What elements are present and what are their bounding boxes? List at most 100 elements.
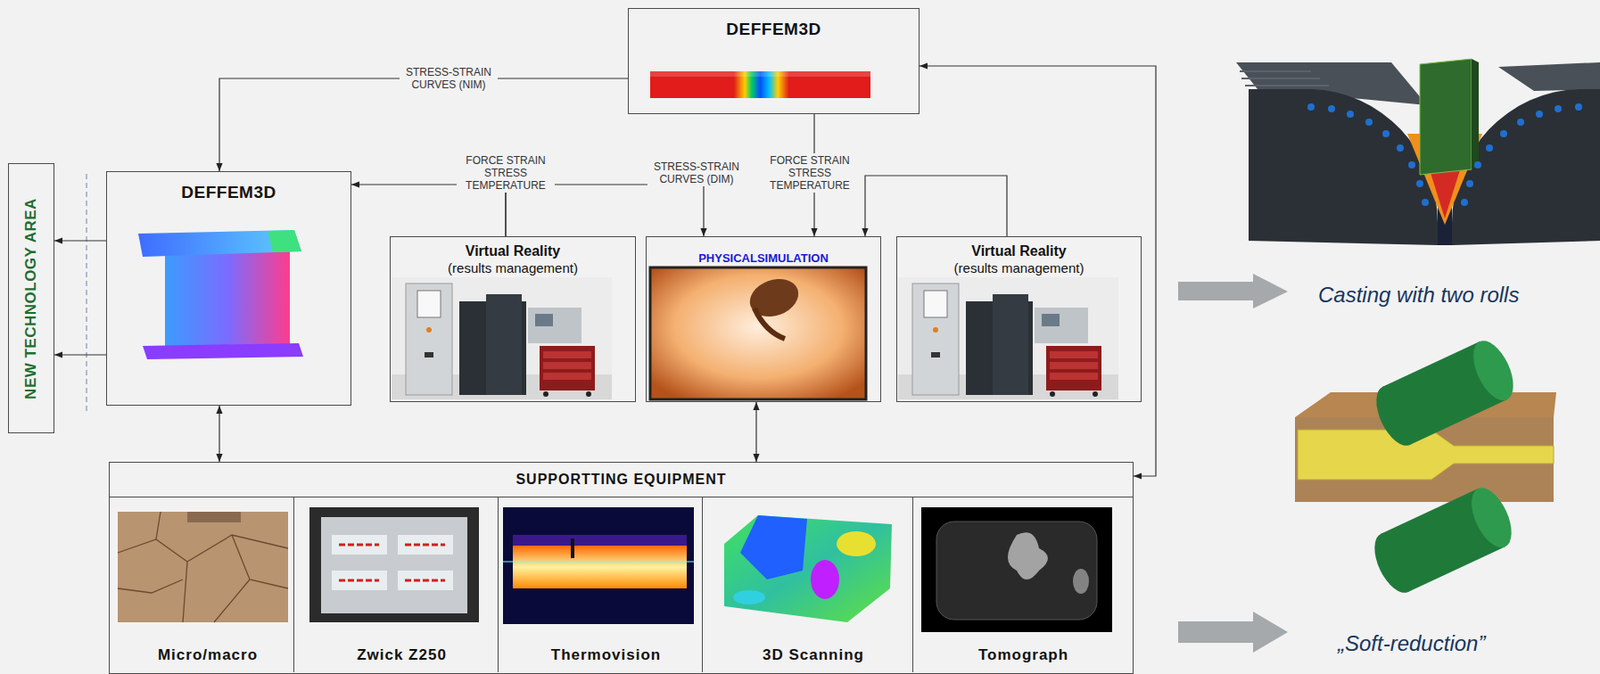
illustration-part (1178, 611, 1288, 653)
equipment-cell: 3D Scanning (701, 496, 924, 673)
illustration-part (1535, 110, 1543, 118)
illustration-part (1408, 161, 1416, 169)
connector (755, 402, 757, 462)
illustration-part (424, 352, 434, 358)
illustration-part (1307, 103, 1315, 111)
illustration-part (1327, 105, 1336, 113)
illustration-part (1248, 89, 1438, 246)
connector (54, 354, 107, 355)
caption-label: Casting with two rolls (1318, 282, 1519, 308)
software-box: DEFFEM3D (627, 8, 920, 115)
illustration-part (543, 372, 592, 380)
illustration-part (1382, 130, 1390, 138)
illustration-part (164, 251, 290, 347)
edge-label: STRESS-STRAIN CURVES (NIM) (399, 65, 498, 92)
illustration-part (1072, 569, 1089, 594)
illustration-part (650, 267, 866, 400)
illustration-part (1463, 481, 1520, 553)
node-text: PHYSICALSIMULATION (646, 251, 881, 265)
illustration-part (1466, 180, 1474, 188)
deformed-bar (650, 71, 871, 99)
illustration-part (117, 511, 289, 623)
equipment-cell: Micro/macro (109, 496, 306, 673)
illustration-part (1307, 103, 1583, 207)
illustration-part (921, 507, 1113, 633)
illustration-part (1365, 118, 1373, 126)
thermal-image (503, 507, 694, 625)
equipment-label: Tomograph (913, 646, 1134, 665)
node-text: SUPPORTTING EQUIPMENT (109, 471, 1133, 488)
illustration-part (810, 560, 840, 600)
vr-box: Virtual Reality(results management) (896, 236, 1142, 403)
illustration-part (836, 531, 876, 557)
illustration-part (543, 362, 592, 370)
block-arrow (1178, 273, 1288, 653)
connector (219, 78, 628, 172)
vr-box: Virtual Reality(results management) (389, 236, 636, 403)
illustration-part (1471, 58, 1479, 170)
twin-roll-caster (1236, 58, 1600, 246)
node-text: Virtual Reality (390, 243, 636, 260)
microstructure (117, 511, 289, 623)
testing-machine (309, 507, 479, 623)
illustration-part (936, 521, 1097, 620)
illustration-part (535, 313, 553, 327)
node-text: Virtual Reality (897, 243, 1141, 260)
illustration-part (754, 308, 785, 339)
illustration-part (142, 343, 304, 360)
illustration-part (486, 294, 522, 396)
illustration-part (744, 272, 804, 324)
illustration-part (391, 277, 612, 400)
illustration-part (512, 535, 687, 546)
illustration-part (570, 538, 575, 559)
illustration-part (527, 307, 582, 344)
simulation-box: PHYSICALSIMULATION (645, 236, 882, 403)
illustration-part (1474, 161, 1482, 169)
simulation-photo (650, 267, 866, 400)
software-box: DEFFEM3D (106, 171, 352, 406)
illustration-part (1366, 481, 1520, 599)
equipment-label: Thermovision (498, 646, 714, 665)
illustration-part (1396, 144, 1404, 152)
scan-model (724, 515, 892, 623)
illustration-part (321, 517, 468, 614)
illustration-part (503, 507, 694, 625)
i-beam (138, 230, 304, 360)
ct-scan (921, 507, 1113, 633)
illustration-part (1517, 118, 1525, 126)
edge-label: FORCE STRAIN STRESS TEMPERATURE (760, 153, 859, 193)
equipment-label: Zwick Z250 (294, 646, 510, 665)
lab-photo (391, 277, 612, 400)
connector (54, 239, 107, 241)
illustration-part (405, 283, 453, 396)
node-text: NEW TECHNOLOGY AREA (22, 197, 41, 400)
illustration-part (650, 71, 871, 99)
illustration-part (138, 230, 302, 257)
illustration-part (417, 290, 441, 318)
caption-label: „Soft-reduction” (1337, 631, 1485, 657)
illustration-part (1500, 130, 1508, 138)
area-band: NEW TECHNOLOGY AREA (8, 163, 55, 434)
illustration-part (898, 277, 1119, 400)
node-text: (results management) (897, 260, 1141, 276)
illustration-part (1554, 105, 1562, 113)
illustration-part (503, 560, 694, 563)
illustration-part (724, 515, 892, 623)
illustration-part (267, 230, 302, 253)
equipment-label: Micro/macro (109, 646, 306, 665)
illustration-part (543, 391, 549, 397)
illustration-part (1368, 334, 1522, 452)
node-text: (results management) (390, 260, 636, 276)
equipment-cell: Thermovision (497, 496, 714, 673)
illustration-part (1485, 144, 1493, 152)
illustration-part (309, 507, 479, 623)
illustration-part (1416, 180, 1424, 188)
dashed-guide (85, 173, 88, 413)
illustration-part (1007, 532, 1048, 580)
illustration-part (539, 346, 595, 391)
illustration-part (1346, 110, 1354, 118)
